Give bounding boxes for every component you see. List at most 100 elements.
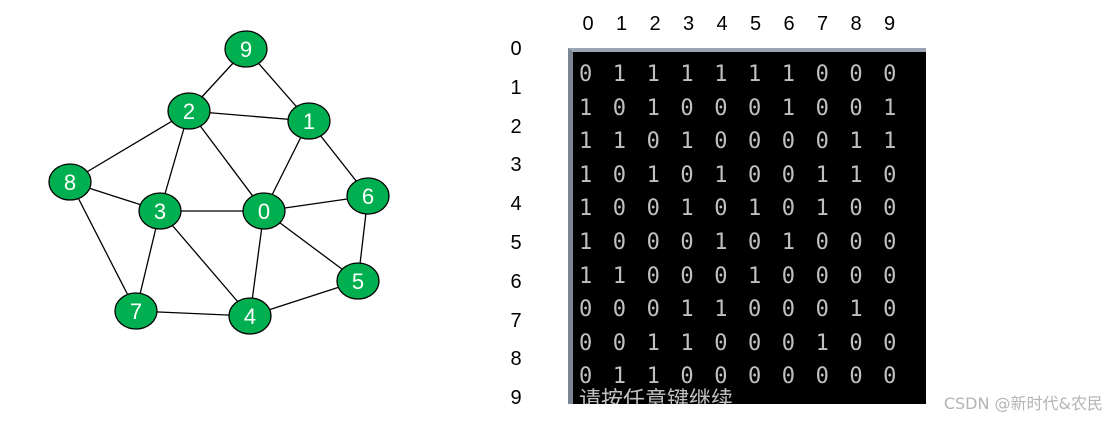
column-header: 2 [649,13,661,35]
matrix-cell: 1 [612,62,627,87]
column-header: 3 [682,13,695,35]
matrix-cell: 0 [612,330,627,356]
matrix-cell: 1 [815,196,829,222]
matrix-cell: 1 [680,62,694,87]
matrix-cell: 0 [612,162,627,188]
matrix-cell: 0 [714,364,728,390]
graph-edges [69,48,369,317]
node-1: 1 [287,102,331,140]
console-prompt: 请按任意键继续 [579,388,734,405]
matrix-cell: 1 [747,62,762,87]
matrix-cell: 1 [680,129,694,155]
column-header: 9 [883,13,896,35]
matrix-cell: 0 [680,95,694,121]
column-header: 4 [716,13,728,35]
matrix-cell: 1 [849,162,863,188]
matrix-cell: 1 [579,129,593,155]
matrix-cell: 0 [781,297,796,323]
matrix-cell: 0 [747,297,762,323]
matrix-cell: 0 [612,230,627,255]
column-header: 1 [615,13,628,35]
matrix-cell: 0 [646,263,660,289]
row-header: 2 [510,115,522,138]
matrix-cell: 0 [747,162,762,188]
matrix-cell: 1 [680,196,694,222]
matrix-cell: 0 [747,330,762,356]
matrix-cell: 1 [815,162,829,188]
node-5: 5 [336,262,380,300]
row-header: 7 [510,309,522,332]
row-header: 8 [510,348,522,371]
matrix-cell: 0 [815,297,829,323]
matrix-cell: 0 [680,162,694,188]
matrix-cell: 0 [714,129,728,155]
node-label: 5 [352,269,364,294]
matrix-cell: 0 [646,297,660,323]
matrix-cell: 1 [781,95,796,121]
matrix-cell: 0 [849,230,863,255]
node-circle [114,292,158,330]
node-circle [242,192,286,230]
matrix-cell: 0 [747,95,762,121]
matrix-cell: 0 [579,297,593,323]
matrix-cell: 0 [714,196,728,222]
matrix-cell: 1 [579,162,593,188]
node-label: 3 [154,199,166,224]
matrix-cell: 0 [849,364,863,390]
matrix-cell: 1 [714,230,728,255]
column-header: 7 [816,13,829,35]
node-circle [167,92,211,130]
matrix-cell: 1 [747,196,762,222]
matrix-cell: 0 [680,263,694,289]
matrix-cell: 1 [646,62,660,87]
node-label: 9 [240,37,252,62]
matrix-cell: 0 [883,62,897,87]
matrix-cell: 1 [883,95,897,121]
matrix-cell: 1 [781,230,796,255]
matrix-cell: 0 [815,263,829,289]
matrix-cell: 0 [815,95,829,121]
node-label: 0 [258,199,270,224]
node-label: 1 [303,109,315,134]
matrix-cell: 1 [714,297,728,323]
matrix-cell: 0 [579,62,593,87]
matrix-cell: 1 [781,62,796,87]
matrix-cell: 1 [646,162,660,188]
matrix-cell: 1 [579,230,593,255]
matrix-cell: 0 [646,230,660,255]
matrix-cell: 1 [680,330,694,356]
matrix-cell: 1 [579,196,593,222]
edge-8-7 [69,181,137,312]
matrix-cell: 0 [646,129,660,155]
matrix-cell: 1 [612,364,627,390]
matrix-cell: 0 [680,364,694,390]
matrix-cell: 0 [849,330,863,356]
node-circle [287,102,331,140]
matrix-cell: 1 [646,330,660,356]
row-header: 1 [510,76,522,99]
matrix-cell: 0 [883,162,897,188]
matrix-cell: 0 [883,263,897,289]
row-header: 5 [510,232,522,254]
matrix-cell: 0 [883,330,897,356]
column-header: 6 [783,13,795,35]
matrix-cell: 0 [781,330,796,356]
matrix-cell: 0 [849,95,863,121]
node-circle [228,297,272,335]
matrix-cell: 1 [849,129,863,155]
matrix-cell: 0 [849,62,863,87]
matrix-cell: 0 [815,62,829,87]
node-0: 0 [242,192,286,230]
column-header: 0 [582,13,594,35]
